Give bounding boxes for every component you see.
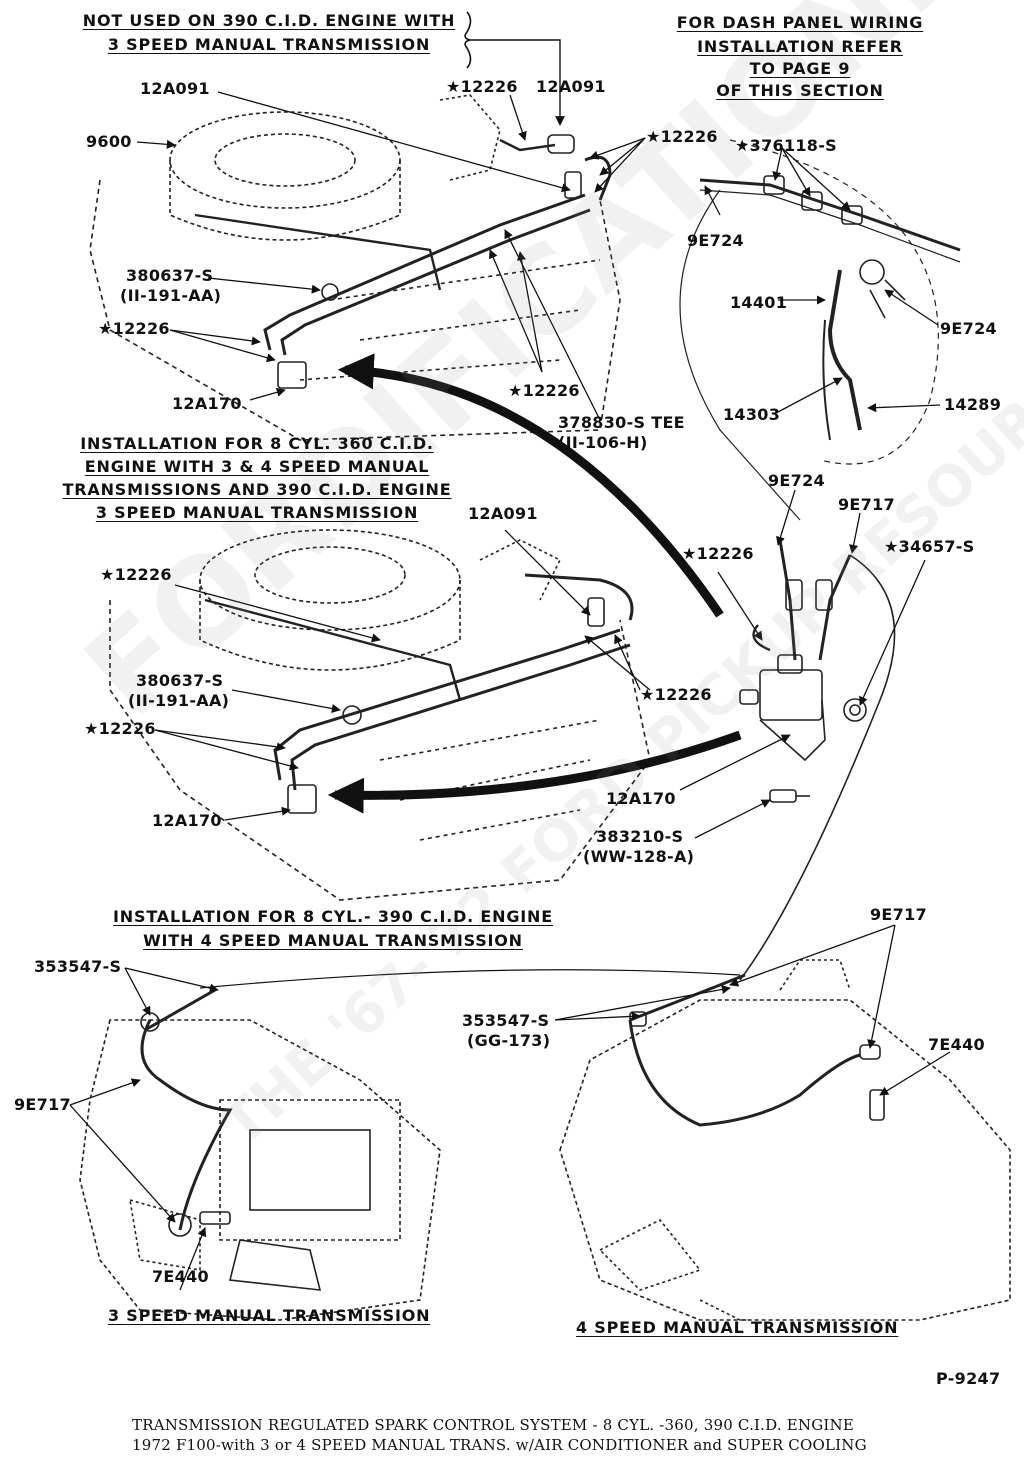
header-install-360-line2: ENGINE WITH 3 & 4 SPEED MANUAL: [84, 457, 430, 476]
header-trans-3speed: 3 SPEED MANUAL TRANSMISSION: [108, 1306, 431, 1325]
top-engine-drawing: [89, 94, 621, 441]
header-install-390-line1: INSTALLATION FOR 8 CYL.- 390 C.I.D. ENGI…: [113, 907, 553, 926]
trans-4speed-drawing: [559, 959, 1011, 1321]
label-9e717-left: 9E717: [14, 1095, 71, 1114]
header-install-390-line2: WITH 4 SPEED MANUAL TRANSMISSION: [143, 931, 523, 950]
label-12226-mid-left: ★12226: [100, 565, 172, 584]
label-14289: 14289: [944, 395, 1002, 414]
label-12a091-mid: 12A091: [468, 504, 538, 523]
header-dash-line2: INSTALLATION REFER: [697, 37, 903, 56]
label-378830s: 378830-S TEE: [558, 413, 685, 432]
switch-assembly-drawing: [739, 539, 896, 981]
label-9e724-c: 9E724: [768, 471, 825, 490]
label-34657s: ★34657-S: [884, 537, 975, 556]
label-12226-top-1: ★12226: [446, 77, 518, 96]
label-14401: 14401: [730, 293, 788, 312]
label-14303: 14303: [723, 405, 781, 424]
label-9e717-a: 9E717: [838, 495, 895, 514]
arrow-to-top-engine: [337, 353, 724, 618]
label-353547s-right: 353547-S: [462, 1011, 550, 1030]
label-12226-mid-a: ★12226: [682, 544, 754, 563]
header-install-360-line4: 3 SPEED MANUAL TRANSMISSION: [95, 503, 419, 522]
header-install-360-line1: INSTALLATION FOR 8 CYL. 360 C.I.D.: [80, 434, 434, 453]
label-383210s: 383210-S: [596, 827, 684, 846]
label-9e724-b: 9E724: [940, 319, 997, 338]
brace: [464, 11, 472, 69]
label-7e440-left: 7E440: [152, 1267, 209, 1286]
label-12a091-top-right: 12A091: [536, 77, 606, 96]
label-12226-mid-lower: ★12226: [84, 719, 156, 738]
label-12226-mid-right: ★12226: [640, 685, 712, 704]
label-12a170-top: 12A170: [172, 394, 242, 413]
label-7e440-right: 7E440: [928, 1035, 985, 1054]
flow-arrows: [199, 353, 742, 989]
middle-engine-drawing: [109, 529, 651, 901]
caption-line2: 1972 F100-with 3 or 4 SPEED MANUAL TRANS…: [132, 1436, 867, 1454]
label-ww128a: (WW-128-A): [583, 847, 695, 866]
label-12a091-top-left: 12A091: [140, 79, 210, 98]
label-11191aa-mid: (II-191-AA): [128, 691, 230, 710]
label-380637s-top: 380637-S: [126, 266, 214, 285]
label-12226-top-left: ★12226: [98, 319, 170, 338]
header-dash-line1: FOR DASH PANEL WIRING: [676, 13, 924, 32]
label-9e724-a: 9E724: [687, 231, 744, 250]
caption-line1: TRANSMISSION REGULATED SPARK CONTROL SYS…: [132, 1416, 855, 1434]
label-11191aa-top: (II-191-AA): [120, 286, 222, 305]
header-dash-line4: OF THIS SECTION: [716, 81, 884, 100]
label-gg173: (GG-173): [467, 1031, 551, 1050]
arrow-to-middle-engine: [327, 730, 742, 814]
leader-lines: [69, 91, 951, 1291]
label-9e717-b: 9E717: [870, 905, 927, 924]
label-376118s: ★376118-S: [735, 136, 838, 155]
label-380637s-mid: 380637-S: [136, 671, 224, 690]
label-353547s-left: 353547-S: [34, 957, 122, 976]
header-install-360-line3: TRANSMISSIONS AND 390 C.I.D. ENGINE: [62, 480, 452, 499]
dash-wiring-drawing: [679, 139, 961, 521]
label-12a170-mid: 12A170: [152, 811, 222, 830]
header-not-used-line1: NOT USED ON 390 C.I.D. ENGINE WITH: [82, 11, 456, 30]
label-11106h: (II-106-H): [558, 433, 648, 452]
header-not-used-line2: 3 SPEED MANUAL TRANSMISSION: [107, 35, 431, 54]
label-12226-mid-top: ★12226: [508, 381, 580, 400]
label-9600: 9600: [86, 132, 132, 151]
header-dash-line3: TO PAGE 9: [749, 59, 851, 78]
trans-3speed-drawing: [79, 988, 441, 1321]
label-12226-top-right: ★12226: [646, 127, 718, 146]
label-12a170-switch: 12A170: [606, 789, 676, 808]
figure-number: P-9247: [936, 1369, 1001, 1388]
header-trans-4speed: 4 SPEED MANUAL TRANSMISSION: [576, 1318, 899, 1337]
air-cleaner-top: [169, 111, 401, 209]
